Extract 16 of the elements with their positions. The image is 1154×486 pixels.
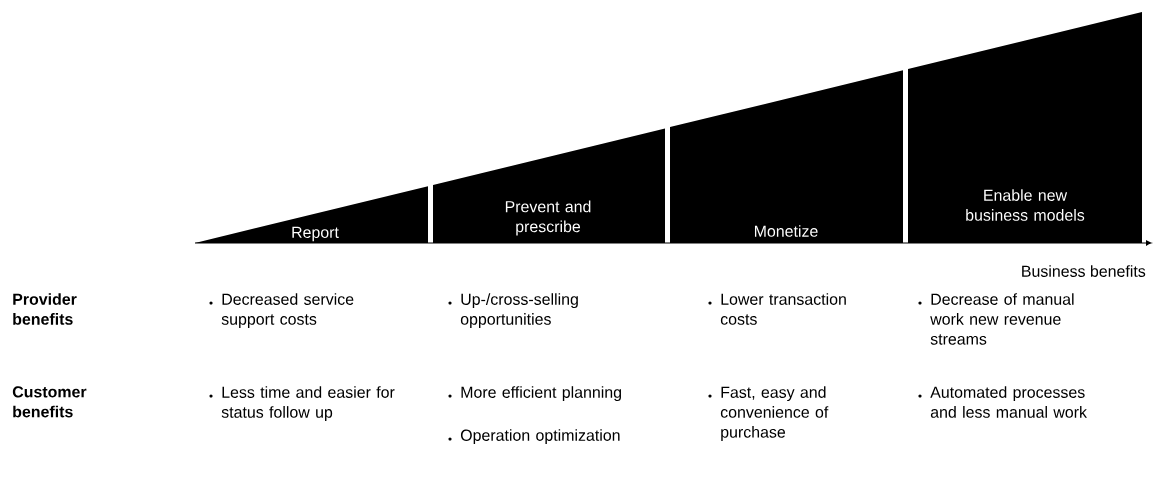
- bullet-item: Automated processes and less manual work: [918, 386, 1087, 418]
- bullet-item: Decreased service support costs: [209, 293, 354, 328]
- bullet-item: More efficient planning: [448, 386, 621, 402]
- axis-label: Business benefits: [1022, 265, 1146, 277]
- bullet-item: Less time and easier for status follow up: [209, 386, 395, 421]
- wedge-segment: Enable new business models: [908, 12, 1142, 243]
- wedge-segment: Report: [195, 186, 428, 243]
- wedge-segment: Prevent and prescribe: [433, 128, 665, 243]
- row-heading: Provider benefits: [13, 293, 77, 325]
- row-heading: Customer benefits: [12, 386, 87, 418]
- bullet-item: Decrease of manual work new revenue streams: [918, 293, 1074, 345]
- bullet-item: Lower transaction costs: [708, 293, 846, 325]
- bullet-item: Up-/cross-selling opportunities: [448, 293, 578, 328]
- wedge-segment: Monetize: [670, 70, 903, 243]
- bullet-item: Operation optimization: [448, 429, 620, 445]
- bullet-item: Fast, easy and convenience of purchase: [708, 386, 829, 441]
